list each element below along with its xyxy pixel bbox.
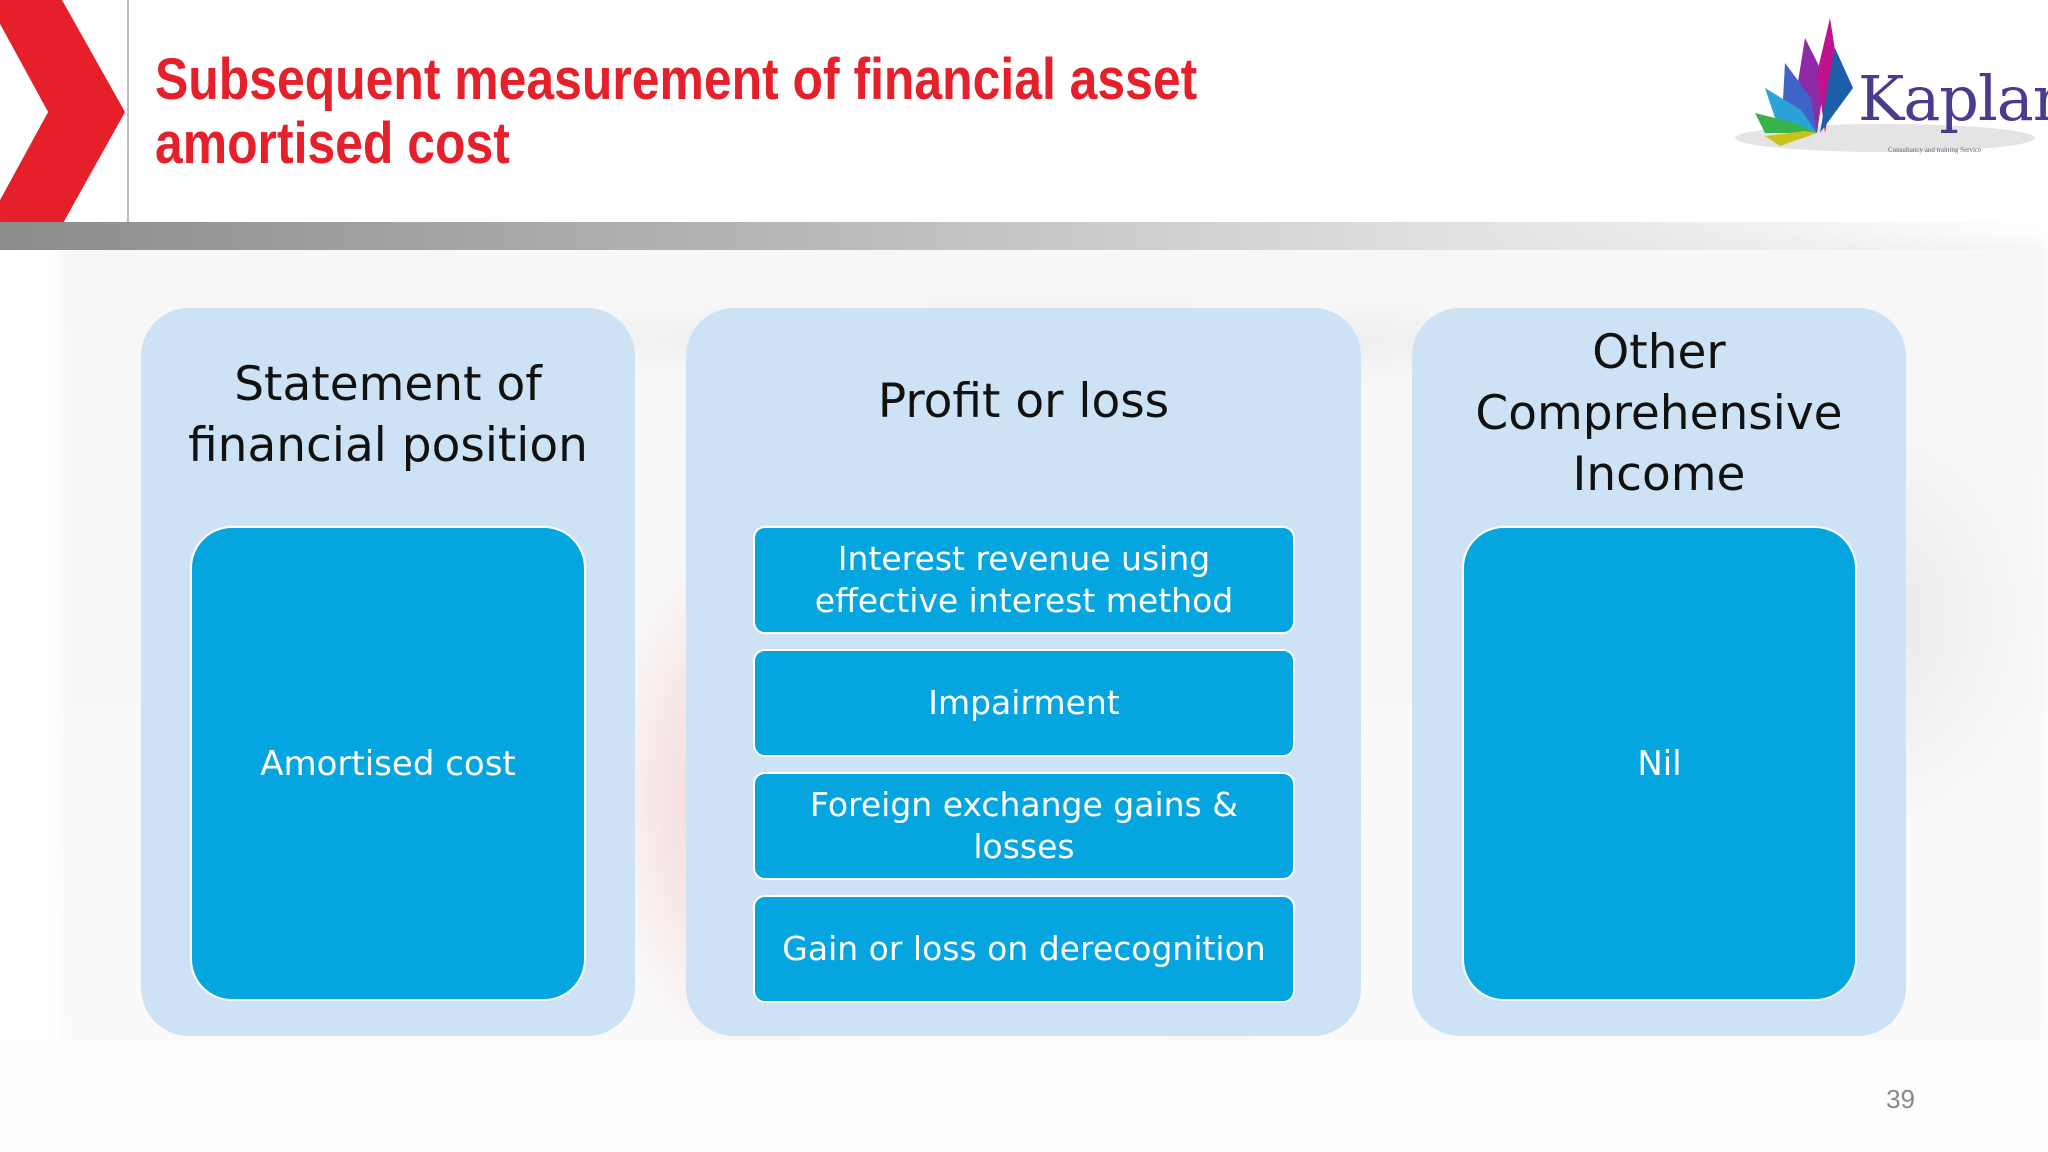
panel-title-line: Comprehensive: [1475, 386, 1843, 441]
panel-other-comprehensive-income: Other Comprehensive Income Nil: [1412, 308, 1906, 1036]
logo-wordmark: Kaplan: [1858, 62, 2048, 135]
box-label: Foreign exchange gains & losses: [810, 785, 1238, 866]
box-label: Gain or loss on derecognition: [782, 929, 1266, 968]
slide-title-line-1: Subsequent measurement of financial asse…: [155, 47, 1198, 112]
slide-title: Subsequent measurement of financial asse…: [155, 48, 1273, 176]
derecognition-box: Gain or loss on derecognition: [753, 895, 1295, 1003]
header-divider: [127, 0, 129, 222]
chevron-arrow-icon: [0, 0, 125, 225]
kaplan-logo-icon: [1735, 18, 2035, 152]
panel-statement-of-financial-position: Statement of financial position Amortise…: [141, 308, 635, 1036]
panel-title-line: Profit or loss: [877, 373, 1170, 429]
panel-title: Other Comprehensive Income: [1412, 322, 1906, 505]
page-number: 39: [1886, 1084, 1915, 1114]
panel-title: Profit or loss: [686, 370, 1361, 432]
interest-revenue-box: Interest revenue using effective interes…: [753, 526, 1295, 634]
slide-title-line-2: amortised cost: [155, 111, 510, 176]
panel-profit-or-loss: Profit or loss Interest revenue using ef…: [686, 308, 1361, 1036]
panel-title-line: Statement of: [234, 357, 542, 412]
box-label: Amortised cost: [260, 743, 516, 784]
nil-box: Nil: [1462, 526, 1857, 1001]
panel-title-line: Other: [1592, 325, 1726, 380]
panel-title-line: Income: [1572, 447, 1746, 502]
impairment-box: Impairment: [753, 649, 1295, 757]
panel-title: Statement of financial position: [141, 354, 635, 476]
box-label: Nil: [1637, 743, 1682, 784]
amortised-cost-box: Amortised cost: [190, 526, 586, 1001]
box-label: Interest revenue using effective interes…: [814, 539, 1234, 620]
foreign-exchange-box: Foreign exchange gains & losses: [753, 772, 1295, 880]
header-bar: [0, 222, 2048, 250]
panel-title-line: financial position: [188, 418, 588, 473]
background-band: [0, 1040, 2048, 1152]
logo-tagline: Consultancy and training Service: [1888, 146, 1982, 154]
box-label: Impairment: [928, 683, 1120, 722]
